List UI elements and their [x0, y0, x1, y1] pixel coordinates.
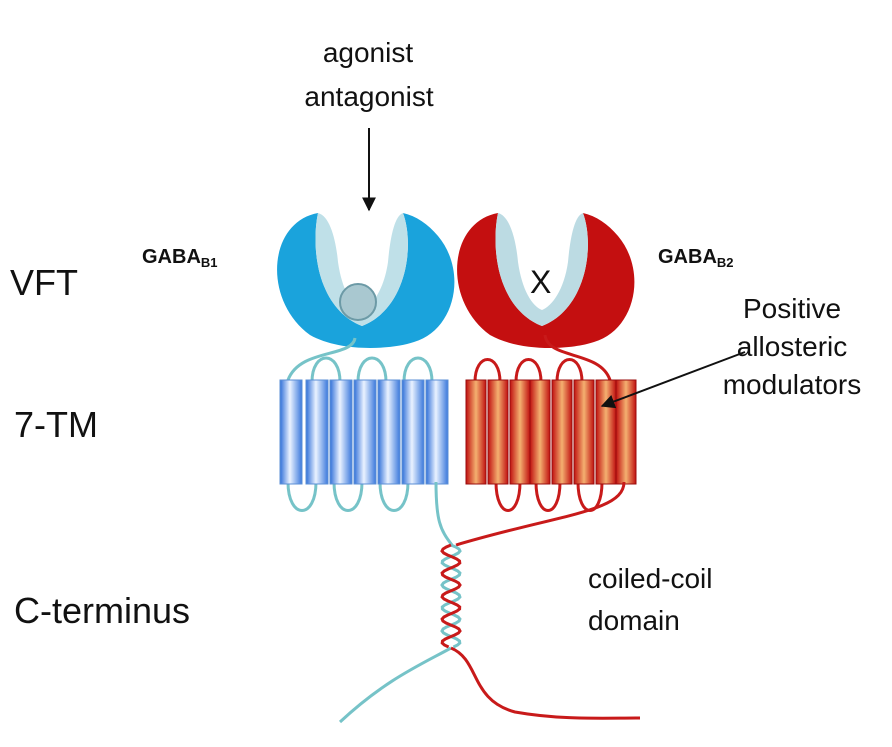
pam-label-line2: allosteric: [736, 331, 848, 362]
b1-extracellular-loops: [310, 356, 434, 383]
b2-c-tail: [455, 481, 626, 547]
b2-tail-end: [450, 646, 641, 720]
c-terminus-label: C-terminus: [14, 590, 191, 631]
gaba-b2-name: GABA: [658, 246, 717, 268]
b1-intracellular-loops: [286, 481, 410, 512]
b2-helix-7: [595, 379, 617, 485]
b1-transmembrane-helices: [279, 379, 449, 485]
b2-transmembrane-helices: [465, 379, 637, 485]
b2-helix-5: [551, 379, 573, 485]
gaba-b1-subscript: B1: [200, 255, 218, 270]
antagonist-label: antagonist: [304, 81, 434, 112]
b1-linker: [286, 337, 357, 381]
b2-linker: [543, 334, 612, 381]
coil-strand-b1: [440, 543, 462, 649]
b2-helix-1: [465, 379, 487, 485]
b1-vft-domain: [277, 213, 455, 348]
vft-label: VFT: [10, 262, 78, 303]
gaba-b1-label: GABAB1: [142, 246, 218, 270]
b2-extracellular-loops: [473, 358, 584, 383]
pam-label-line1: Positive: [742, 293, 842, 324]
coiled-coil-label-line2: domain: [588, 605, 680, 636]
b1-helix-7: [425, 379, 449, 485]
b1-helix-1: [279, 379, 303, 485]
b1-c-tail: [434, 481, 454, 546]
gaba-b2-subscript: B2: [716, 255, 734, 270]
b2-vft-domain: [457, 213, 635, 348]
b2-helix-8: [615, 379, 637, 485]
ligand-circle: [339, 283, 377, 321]
gaba-b2-label: GABAB2: [658, 246, 734, 270]
b1-helix-5: [377, 379, 401, 485]
coiled-coil: [440, 543, 462, 649]
b2-helix-6: [573, 379, 595, 485]
b1-helix-3: [329, 379, 353, 485]
b1-helix-2: [305, 379, 329, 485]
pam-label-line3: modulators: [722, 369, 862, 400]
coiled-coil-label-line1: coiled-coil: [588, 563, 713, 594]
b1-helix-6: [401, 379, 425, 485]
tm-label: 7-TM: [14, 404, 98, 445]
x-mark: X: [530, 264, 552, 300]
b2-helix-4: [529, 379, 551, 485]
b1-tail-end: [338, 646, 452, 724]
agonist-label: agonist: [322, 37, 414, 68]
b2-intracellular-loops: [494, 481, 604, 512]
gaba-b1-name: GABA: [142, 246, 201, 268]
pam-arrow: [600, 351, 746, 409]
b2-helix-2: [487, 379, 509, 485]
b2-helix-3: [509, 379, 531, 485]
coil-strand-b2: [440, 543, 462, 649]
b1-helix-4: [353, 379, 377, 485]
